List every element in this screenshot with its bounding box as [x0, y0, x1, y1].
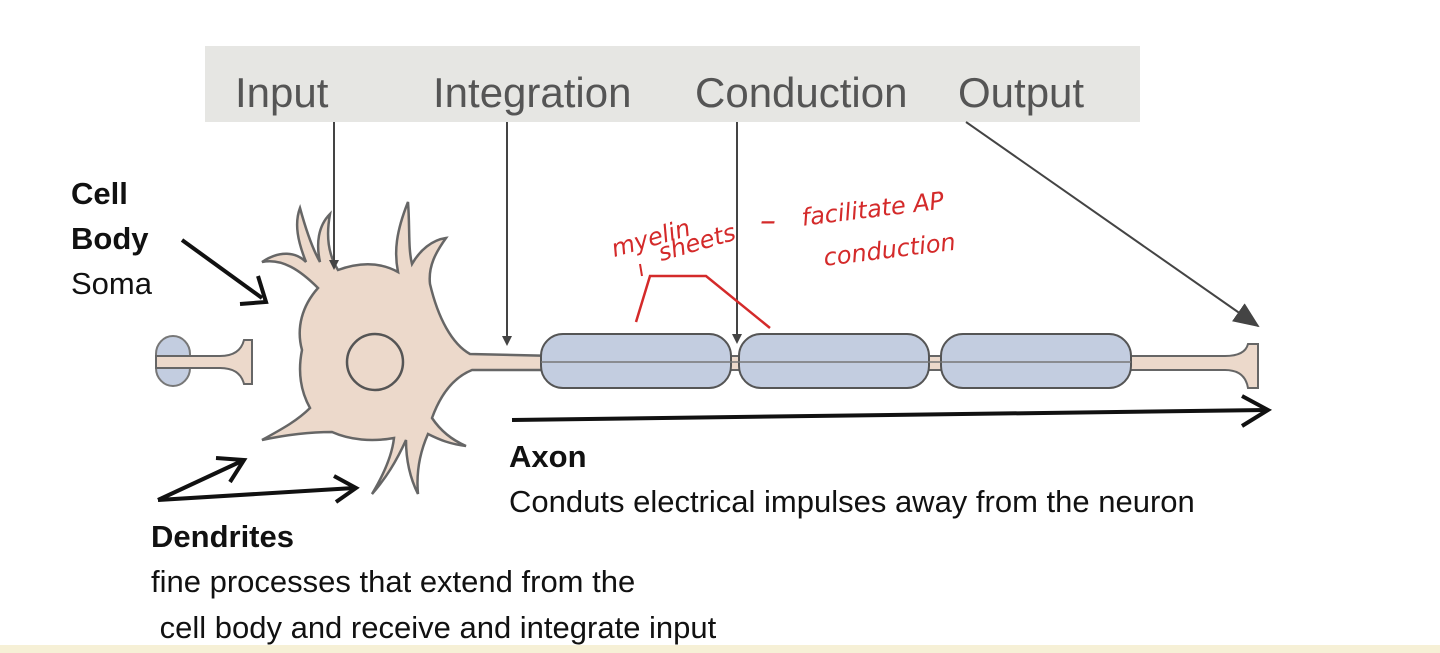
soma-label: Soma: [71, 266, 152, 301]
phase-label-conduction: Conduction: [695, 69, 908, 116]
dendrites-title: Dendrites: [151, 519, 294, 554]
dendrite-arrows: [157, 456, 360, 504]
myelin-segment-1: [540, 333, 732, 389]
bottom-edge-strip: [0, 645, 1440, 653]
dendrites-desc-line1: fine processes that extend from the: [151, 564, 636, 599]
myelin-segment-2: [738, 333, 930, 389]
annotation-dash: –: [760, 201, 776, 239]
phase-band: [205, 46, 1140, 122]
output-pointer-arrow: [965, 121, 1260, 328]
axon-description: Conduts electrical impulses away from th…: [509, 484, 1195, 519]
axon-direction-arrow: [511, 394, 1273, 428]
phase-label-output: Output: [958, 69, 1085, 116]
nucleus: [345, 332, 405, 392]
myelin-segment-3: [940, 333, 1132, 389]
myelin-annotation-bracket: [634, 263, 771, 329]
cell-body-label-line1: Cell: [71, 176, 128, 211]
phase-label-input: Input: [235, 69, 329, 116]
dendrites-desc-line2: cell body and receive and integrate inpu…: [151, 610, 717, 645]
axon-title: Axon: [509, 439, 587, 474]
phase-label-integration: Integration: [433, 69, 632, 116]
cell-body-label-line2: Body: [71, 221, 149, 256]
cell-body-arrow: [180, 238, 269, 306]
presynaptic-terminal: [155, 335, 253, 387]
